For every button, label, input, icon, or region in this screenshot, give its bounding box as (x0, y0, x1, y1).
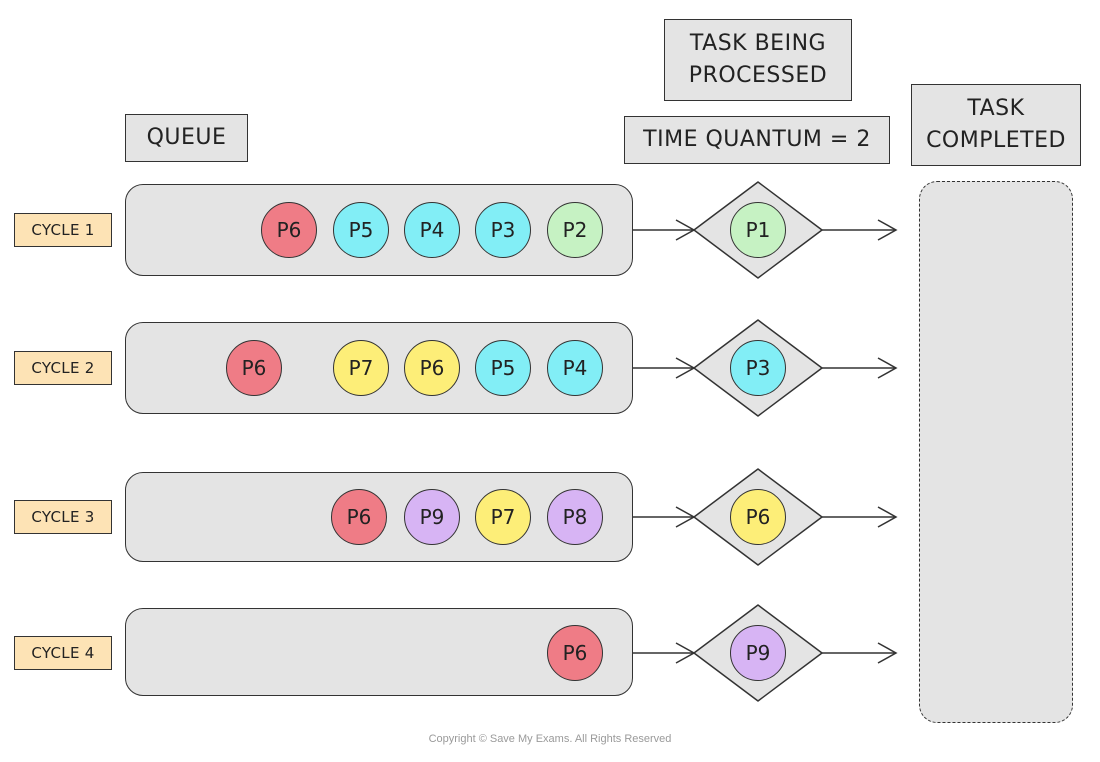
queue-to-processor-arrow (633, 642, 696, 664)
completed-panel (919, 181, 1073, 723)
queued-process: P5 (333, 202, 389, 258)
queue-to-processor-arrow (633, 357, 696, 379)
queued-process: P6 (404, 340, 460, 396)
queue-to-processor-arrow (633, 219, 696, 241)
task-being-processed-header: TASK BEING PROCESSED (664, 19, 852, 101)
queued-process: P4 (404, 202, 460, 258)
queued-process: P3 (475, 202, 531, 258)
processor-to-completed-arrow (822, 219, 898, 241)
queued-process: P2 (547, 202, 603, 258)
copyright-text: Copyright © Save My Exams. All Rights Re… (428, 733, 672, 745)
task-completed-header: TASK COMPLETED (911, 84, 1081, 166)
processing-process: P3 (730, 340, 786, 396)
processing-process: P1 (730, 202, 786, 258)
queue-to-processor-arrow (633, 506, 696, 528)
queued-process: P4 (547, 340, 603, 396)
processing-process: P6 (730, 489, 786, 545)
processor-diamond: P6 (690, 467, 826, 567)
processor-to-completed-arrow (822, 642, 898, 664)
queue-header: QUEUE (125, 114, 248, 162)
queued-process: P6 (226, 340, 282, 396)
cycle-label: CYCLE 3 (14, 500, 112, 534)
queued-process: P9 (404, 489, 460, 545)
processor-to-completed-arrow (822, 506, 898, 528)
queued-process: P6 (331, 489, 387, 545)
cycle-label: CYCLE 1 (14, 213, 112, 247)
queued-process: P6 (547, 625, 603, 681)
queued-process: P7 (475, 489, 531, 545)
processor-to-completed-arrow (822, 357, 898, 379)
processor-diamond: P9 (690, 603, 826, 703)
queued-process: P7 (333, 340, 389, 396)
time-quantum-header: TIME QUANTUM = 2 (624, 116, 890, 164)
processor-diamond: P1 (690, 180, 826, 280)
cycle-label: CYCLE 2 (14, 351, 112, 385)
processor-diamond: P3 (690, 318, 826, 418)
queued-process: P5 (475, 340, 531, 396)
queued-process: P6 (261, 202, 317, 258)
cycle-label: CYCLE 4 (14, 636, 112, 670)
queued-process: P8 (547, 489, 603, 545)
processing-process: P9 (730, 625, 786, 681)
